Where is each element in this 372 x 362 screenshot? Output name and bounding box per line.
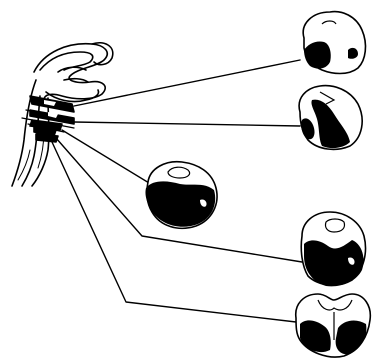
leader-line-2 xyxy=(73,121,301,127)
section-3-pocket xyxy=(167,166,191,179)
leader-line-3 xyxy=(61,129,155,187)
section-1-dark-right xyxy=(348,47,358,59)
specimen-drawing xyxy=(11,42,114,187)
section-2-inner-fold xyxy=(319,91,336,105)
section-3-highlight xyxy=(200,199,207,207)
section-5-dark-left xyxy=(300,320,331,353)
section-5-dark-right xyxy=(335,320,367,355)
cross-section-4 xyxy=(300,211,367,287)
cross-section-1 xyxy=(302,10,367,75)
section-4-highlight xyxy=(348,257,355,265)
section-5-notch xyxy=(317,299,353,311)
section-highlight xyxy=(44,100,58,118)
crown-lower-curve xyxy=(45,89,100,103)
section-4-dark xyxy=(304,240,364,287)
leader-line-5 xyxy=(51,141,297,323)
section-band-5 xyxy=(35,133,59,143)
cross-section-2 xyxy=(298,84,363,151)
cross-section-5 xyxy=(294,293,372,358)
section-3-dark xyxy=(145,181,216,227)
section-1-notch xyxy=(321,20,337,25)
leader-line-1 xyxy=(73,59,301,107)
section-2-dark-left xyxy=(301,118,315,140)
section-2-dark xyxy=(311,99,350,149)
crown-right-lobe xyxy=(91,42,114,66)
section-4-pocket xyxy=(324,218,346,233)
leader-line-4 xyxy=(55,137,303,263)
leader-lines xyxy=(51,59,303,323)
section-1-dark-left xyxy=(304,41,331,69)
crown-inner-left xyxy=(39,51,94,71)
crown-inner-fold xyxy=(57,66,89,83)
cross-section-3 xyxy=(145,160,218,230)
